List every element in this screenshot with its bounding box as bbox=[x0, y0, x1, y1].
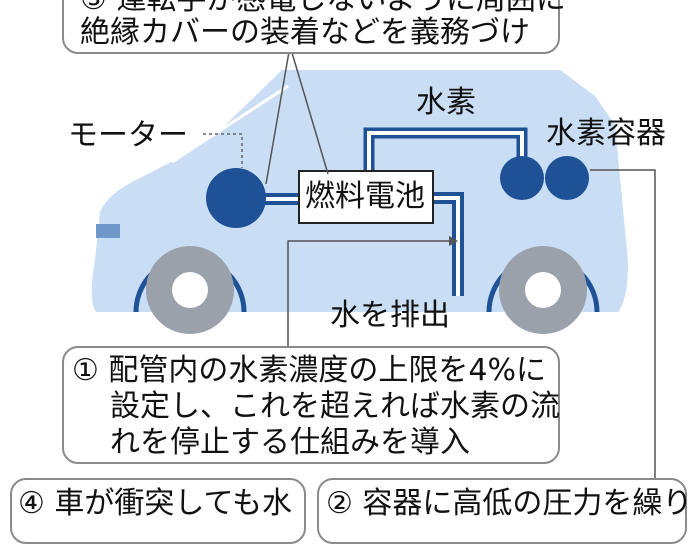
hydrogen-tanks-label: 水素容器 bbox=[546, 116, 666, 151]
leader-1 bbox=[287, 240, 450, 350]
hydrogen-label: 水素 bbox=[416, 85, 476, 120]
callout-1-line2: 設定し、これを超えれば水素の流 bbox=[110, 389, 560, 424]
callout-3-box bbox=[62, 0, 560, 54]
callout-3-line2: 絶縁カバーの装着などを義務づけ bbox=[80, 15, 530, 50]
motor-circle bbox=[206, 168, 266, 228]
callout-1-box bbox=[62, 346, 560, 464]
fuel-cell-box bbox=[298, 170, 434, 224]
motor-label: モーター bbox=[68, 118, 188, 153]
rear-wheel bbox=[499, 246, 587, 334]
callout-1-line3: れを停止する仕組みを導入 bbox=[110, 425, 470, 460]
hydrogen-tank-2 bbox=[545, 156, 589, 200]
callout-1-line1: ① 配管内の水素濃度の上限を4%に bbox=[72, 353, 547, 388]
fuel-cell-label: 燃料電池 bbox=[305, 179, 425, 214]
water-exhaust-label: 水を排出 bbox=[330, 298, 450, 333]
leader-3b bbox=[289, 45, 329, 175]
leader-2 bbox=[590, 169, 656, 486]
callout-2-line1: ② 容器に高低の圧力を繰り bbox=[326, 486, 693, 521]
leader-3a bbox=[265, 45, 291, 185]
windshield-line bbox=[171, 84, 289, 164]
hydrogen-tank-1 bbox=[500, 156, 544, 200]
front-wheel bbox=[146, 246, 234, 334]
fcv-diagram bbox=[91, 45, 656, 486]
callout-3-line1: ③ 運転手が感電しないように周囲に bbox=[80, 0, 566, 18]
leader-1-arrow bbox=[449, 236, 458, 246]
headlight bbox=[96, 224, 120, 238]
callout-4-line1: ④ 車が衝突しても水 bbox=[18, 486, 293, 521]
leader-motor bbox=[203, 133, 243, 168]
